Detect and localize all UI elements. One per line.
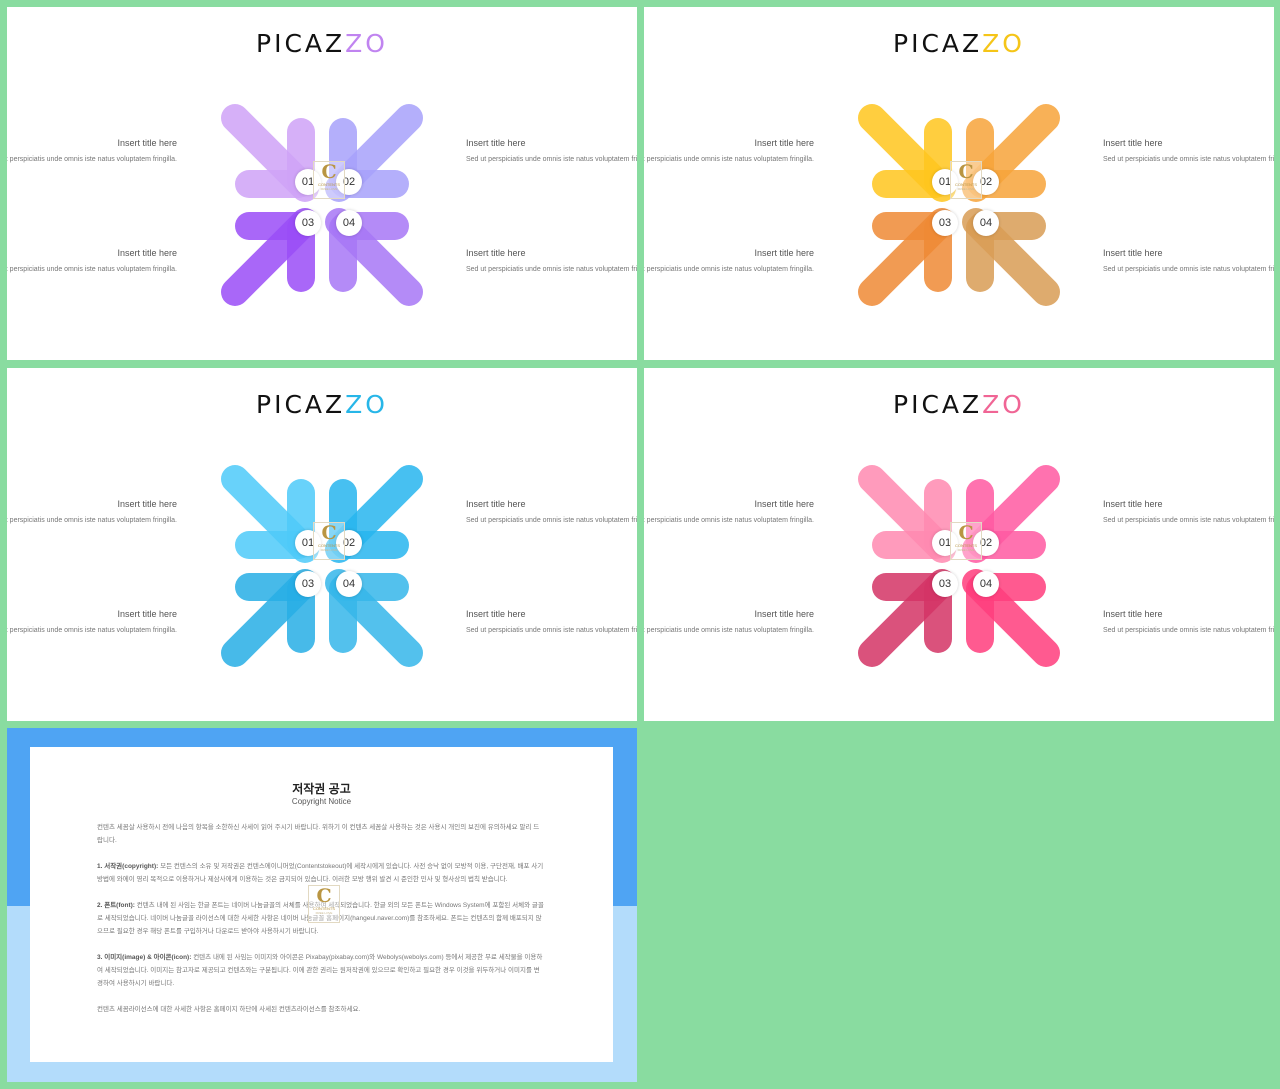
label-desc: Sed ut perspiciatis unde omnis iste natu… (7, 517, 177, 524)
step-number-02: 02 (336, 169, 362, 195)
notice-body: 컨텐츠 세꼼살 사용하시 전에 나음의 항목을 소한하신 사세이 읽어 주시기 … (97, 821, 545, 1029)
step-number-04: 04 (973, 571, 999, 597)
label-title: Insert title here (117, 248, 177, 258)
arrow-graphic: 01 02 03 04 C CONTENTS FREE LOVE (856, 463, 1062, 669)
brand-logo: PICAZZO (893, 29, 1025, 58)
arrow-graphic: 01 02 03 04 C CONTENTS FREE LOVE (856, 102, 1062, 308)
slide-pink[interactable]: PICAZZO 01 02 (644, 368, 1274, 721)
label-top-left: Insert title here Sed ut perspiciatis un… (7, 499, 177, 526)
step-number-04: 04 (336, 571, 362, 597)
label-title: Insert title here (466, 499, 526, 509)
label-title: Insert title here (466, 138, 526, 148)
label-desc: Sed ut perspiciatis unde omnis iste natu… (466, 266, 637, 273)
step-number-01: 01 (932, 169, 958, 195)
label-desc: Sed ut perspiciatis unde omnis iste natu… (466, 627, 637, 634)
notice-card: 저작권 공고 Copyright Notice 컨텐츠 세꼼살 사용하시 전에 … (30, 747, 613, 1062)
label-title: Insert title here (1103, 499, 1163, 509)
label-title: Insert title here (117, 499, 177, 509)
label-bottom-right: Insert title here Sed ut perspiciatis un… (1103, 248, 1274, 275)
label-title: Insert title here (1103, 248, 1163, 258)
label-desc: Sed ut perspiciatis unde omnis iste natu… (1103, 266, 1274, 273)
notice-section-image: 3. 이미지(image) & 아이콘(icon): 컨텐츠 내에 된 사임는 … (97, 954, 543, 987)
label-title: Insert title here (754, 138, 814, 148)
label-bottom-left: Insert title here Sed ut perspiciatis un… (7, 609, 177, 636)
label-bottom-right: Insert title here Sed ut perspiciatis un… (466, 609, 637, 636)
watermark-logo: C CONTENTS FREE LOVE (313, 161, 345, 199)
label-desc: Sed ut perspiciatis unde omnis iste natu… (644, 627, 814, 634)
label-title: Insert title here (117, 138, 177, 148)
label-title: Insert title here (1103, 138, 1163, 148)
watermark-logo: C CONTENTS FREE LOVE (308, 885, 340, 923)
step-number-01: 01 (932, 530, 958, 556)
notice-section-copyright: 1. 서작권(copyright): 모든 컨텐스의 소유 및 저작권은 컨텐스… (97, 863, 544, 883)
arrow-graphic: 01 02 03 04 C CONTENTS FREE LOVE (219, 463, 425, 669)
label-bottom-left: Insert title here Sed ut perspiciatis un… (644, 248, 814, 275)
brand-logo: PICAZZO (256, 390, 388, 419)
step-number-04: 04 (973, 210, 999, 236)
notice-intro: 컨텐츠 세꼼살 사용하시 전에 나음의 항목을 소한하신 사세이 읽어 주시기 … (97, 824, 540, 844)
label-title: Insert title here (117, 609, 177, 619)
label-desc: Sed ut perspiciatis unde omnis iste natu… (7, 266, 177, 273)
watermark-logo: C CONTENTS FREE LOVE (950, 522, 982, 560)
notice-footer: 컨텐츠 세꼼라이선스에 대한 사세한 사항은 홈페이지 하단에 사세된 컨텐츠라… (97, 1006, 361, 1013)
label-top-right: Insert title here Sed ut perspiciatis un… (1103, 138, 1274, 165)
arrows-svg (858, 104, 1060, 306)
slide-purple[interactable]: PICAZZO 01 02 (7, 7, 637, 360)
label-top-right: Insert title here Sed ut perspiciatis un… (1103, 499, 1274, 526)
label-desc: Sed ut perspiciatis unde omnis iste natu… (466, 156, 637, 163)
label-bottom-right: Insert title here Sed ut perspiciatis un… (1103, 609, 1274, 636)
label-bottom-right: Insert title here Sed ut perspiciatis un… (466, 248, 637, 275)
arrows-svg (221, 104, 423, 306)
arrows-svg (858, 465, 1060, 667)
notice-section-font: 2. 폰트(font): 컨텐츠 내에 된 사임는 한글 폰트는 네이버 나눔글… (97, 902, 544, 935)
step-number-01: 01 (295, 169, 321, 195)
label-desc: Sed ut perspiciatis unde omnis iste natu… (1103, 156, 1274, 163)
arrows-svg (221, 465, 423, 667)
watermark-logo: C CONTENTS FREE LOVE (950, 161, 982, 199)
label-desc: Sed ut perspiciatis unde omnis iste natu… (644, 266, 814, 273)
label-title: Insert title here (754, 499, 814, 509)
label-title: Insert title here (466, 609, 526, 619)
watermark-logo: C CONTENTS FREE LOVE (313, 522, 345, 560)
slide-blue[interactable]: PICAZZO 01 02 (7, 368, 637, 721)
label-desc: Sed ut perspiciatis unde omnis iste natu… (1103, 627, 1274, 634)
label-top-left: Insert title here Sed ut perspiciatis un… (7, 138, 177, 165)
label-desc: Sed ut perspiciatis unde omnis iste natu… (644, 156, 814, 163)
step-number-03: 03 (295, 571, 321, 597)
label-desc: Sed ut perspiciatis unde omnis iste natu… (1103, 517, 1274, 524)
label-desc: Sed ut perspiciatis unde omnis iste natu… (644, 517, 814, 524)
label-title: Insert title here (754, 248, 814, 258)
slide-copyright-notice[interactable]: 저작권 공고 Copyright Notice 컨텐츠 세꼼살 사용하시 전에 … (7, 728, 637, 1082)
step-number-03: 03 (932, 210, 958, 236)
label-desc: Sed ut perspiciatis unde omnis iste natu… (7, 156, 177, 163)
step-number-01: 01 (295, 530, 321, 556)
arrow-graphic: 01 02 03 04 C CONTENTS FREE LOVE (219, 102, 425, 308)
step-number-02: 02 (336, 530, 362, 556)
label-title: Insert title here (754, 609, 814, 619)
step-number-02: 02 (973, 530, 999, 556)
label-bottom-left: Insert title here Sed ut perspiciatis un… (644, 609, 814, 636)
step-number-03: 03 (932, 571, 958, 597)
label-title: Insert title here (466, 248, 526, 258)
notice-subtitle: Copyright Notice (291, 797, 352, 806)
label-desc: Sed ut perspiciatis unde omnis iste natu… (7, 627, 177, 634)
step-number-04: 04 (336, 210, 362, 236)
label-top-right: Insert title here Sed ut perspiciatis un… (466, 499, 637, 526)
brand-logo: PICAZZO (893, 390, 1025, 419)
step-number-03: 03 (295, 210, 321, 236)
notice-title: 저작권 공고 (292, 782, 351, 796)
label-top-left: Insert title here Sed ut perspiciatis un… (644, 499, 814, 526)
label-desc: Sed ut perspiciatis unde omnis iste natu… (466, 517, 637, 524)
label-title: Insert title here (1103, 609, 1163, 619)
brand-logo: PICAZZO (256, 29, 388, 58)
label-bottom-left: Insert title here Sed ut perspiciatis un… (7, 248, 177, 275)
label-top-left: Insert title here Sed ut perspiciatis un… (644, 138, 814, 165)
label-top-right: Insert title here Sed ut perspiciatis un… (466, 138, 637, 165)
step-number-02: 02 (973, 169, 999, 195)
slide-orange[interactable]: PICAZZO 01 02 (644, 7, 1274, 360)
